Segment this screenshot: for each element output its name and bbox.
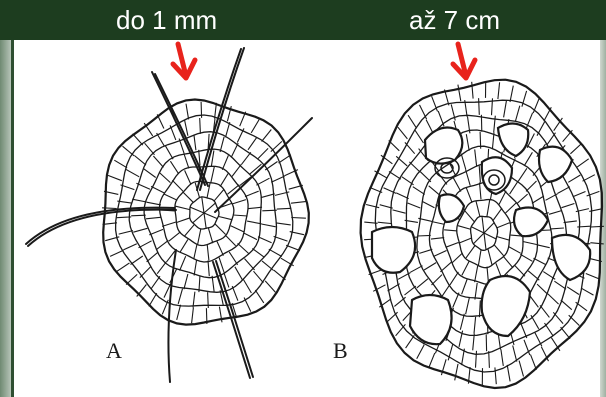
arrow-a-icon [173, 44, 195, 78]
panel-a-letter: A [106, 338, 122, 363]
colony-a-cells [102, 100, 309, 325]
colony-a [26, 48, 312, 382]
arrow-b-icon [453, 44, 475, 78]
colony-a-filaments [26, 48, 312, 382]
panel-b-letter: B [333, 338, 348, 363]
colony-b [361, 80, 604, 388]
